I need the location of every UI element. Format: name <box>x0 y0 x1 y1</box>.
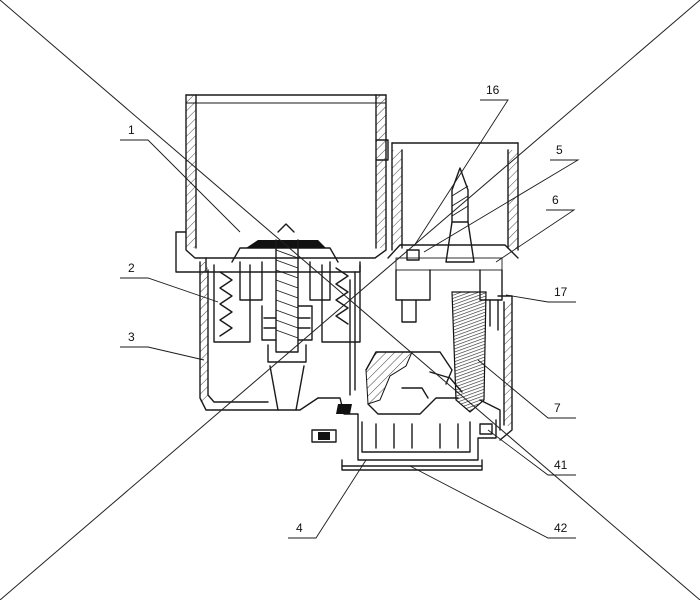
cutter-assembly <box>395 167 503 331</box>
spring-assembly <box>213 223 361 411</box>
label-5: 5 <box>556 143 563 157</box>
label-1: 1 <box>128 123 135 137</box>
left-cup <box>175 94 389 273</box>
label-6: 6 <box>552 193 559 207</box>
left-housing <box>199 257 361 411</box>
bottom-base <box>311 397 497 471</box>
part-labels: 1 2 3 4 5 6 7 16 17 41 42 <box>128 83 568 535</box>
label-16: 16 <box>486 83 500 97</box>
label-17: 17 <box>554 285 568 299</box>
shaft <box>451 291 487 413</box>
label-42: 42 <box>554 521 568 535</box>
leader-lines <box>120 99 580 539</box>
label-4: 4 <box>296 521 303 535</box>
label-2: 2 <box>128 261 135 275</box>
label-7: 7 <box>554 401 561 415</box>
label-3: 3 <box>128 330 135 344</box>
label-41: 41 <box>554 458 568 472</box>
right-housing <box>387 142 519 441</box>
